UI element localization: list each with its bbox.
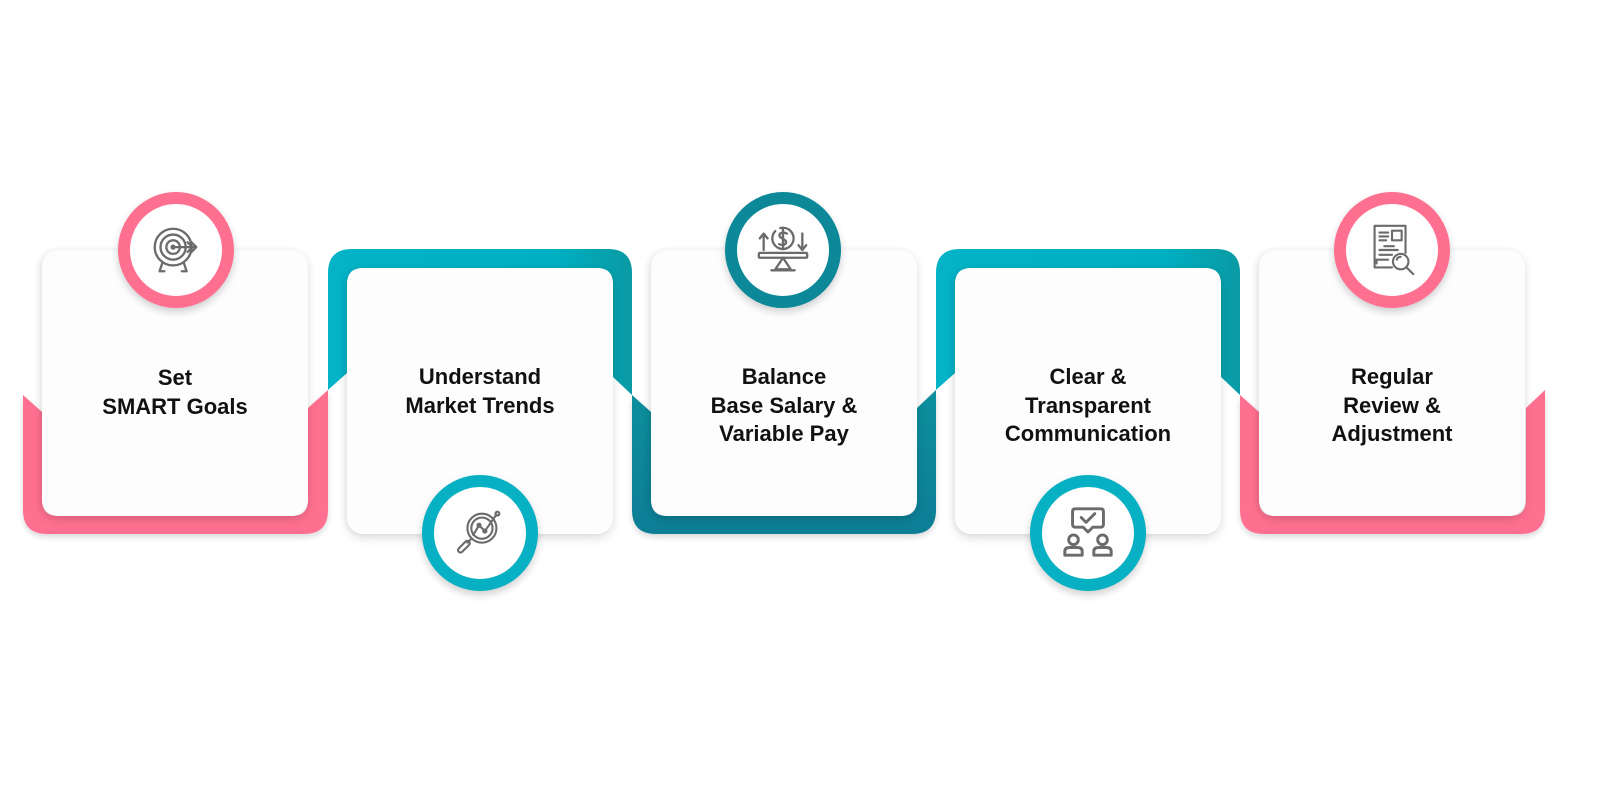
frame-step-1 xyxy=(23,390,328,534)
chat-people-icon xyxy=(1063,507,1113,557)
document-search-icon xyxy=(1373,224,1415,276)
step-badge-4 xyxy=(1030,475,1146,591)
magnifier-trend-icon xyxy=(457,510,501,554)
frame-step-3 xyxy=(632,390,936,534)
target-arrow-icon xyxy=(153,227,198,273)
step-label-1: Set SMART Goals xyxy=(102,365,248,419)
step-label-4: Clear & Transparent Communication xyxy=(1004,364,1172,446)
balance-dollar-icon xyxy=(757,226,809,272)
step-badge-3 xyxy=(725,192,841,308)
step-badge-1 xyxy=(118,192,234,308)
frame-step-2 xyxy=(328,249,632,395)
frame-step-4 xyxy=(936,249,1240,395)
step-card-3: Balance Base Salary & Variable Pay xyxy=(651,250,917,516)
step-card-4: Clear & Transparent Communication xyxy=(955,268,1221,534)
step-badge-5 xyxy=(1334,192,1450,308)
step-label-5: Regular Review & Adjustment xyxy=(1331,364,1453,446)
step-label-3: Balance Base Salary & Variable Pay xyxy=(710,364,858,446)
step-label-2: Understand Market Trends xyxy=(405,364,555,418)
step-card-2: Understand Market Trends xyxy=(347,268,613,534)
frame-step-5 xyxy=(1240,390,1545,534)
step-badge-2 xyxy=(422,475,538,591)
